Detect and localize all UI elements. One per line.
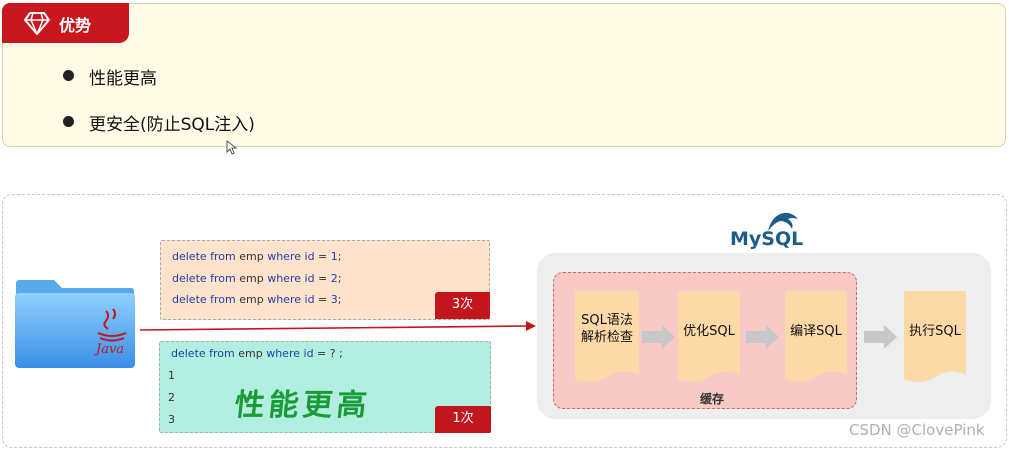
prepared-param-3: 3 <box>168 413 175 426</box>
step-compile-shape <box>785 291 847 383</box>
diamond-icon <box>24 12 50 35</box>
advantages-panel <box>2 3 1006 147</box>
step-parse-shape <box>575 291 639 383</box>
step-execute-shape <box>904 291 966 383</box>
java-folder-icon <box>15 280 135 368</box>
step-parse-label: SQL语法 解析检查 <box>580 313 633 345</box>
advantage-security: 更安全(防止SQL注入) <box>89 115 255 135</box>
statement-line-1: delete from emp where id = 1; <box>172 250 342 263</box>
arrow-right-icon <box>642 325 675 349</box>
request-arrow <box>139 321 536 331</box>
statement-line-3: delete from emp where id = 3; <box>172 293 342 306</box>
advantages-tab: 优势 <box>2 3 129 43</box>
mouse-cursor-icon <box>226 140 238 155</box>
watermark: CSDN @ClovePink <box>849 421 985 439</box>
arrow-right-icon <box>864 325 897 349</box>
step-execute-label: 执行SQL <box>909 324 961 339</box>
statement-count-badge: 3次 <box>435 292 490 319</box>
step-optimize-shape <box>678 291 740 383</box>
mysql-logo: MySQL <box>730 228 804 250</box>
statement-line-2: delete from emp where id = 2; <box>172 272 342 285</box>
java-label: Java <box>96 342 125 357</box>
step-optimize-label: 优化SQL <box>683 324 735 339</box>
advantages-title: 优势 <box>59 16 92 35</box>
step-compile-label: 编译SQL <box>790 324 842 339</box>
arrow-right-icon <box>746 325 779 349</box>
prepared-sql-line: delete from emp where id = ? ; <box>171 347 343 360</box>
diagram-panel <box>2 194 1007 448</box>
dolphin-icon <box>768 212 798 231</box>
prepared-param-1: 1 <box>168 369 175 382</box>
bullet <box>63 116 74 127</box>
performance-stamp: 性能更高 <box>232 388 373 423</box>
prepared-count-badge: 1次 <box>435 406 491 433</box>
advantage-performance: 性能更高 <box>89 69 157 89</box>
bullet <box>63 70 74 81</box>
prepared-param-2: 2 <box>168 391 175 404</box>
cache-label: 缓存 <box>700 392 725 406</box>
